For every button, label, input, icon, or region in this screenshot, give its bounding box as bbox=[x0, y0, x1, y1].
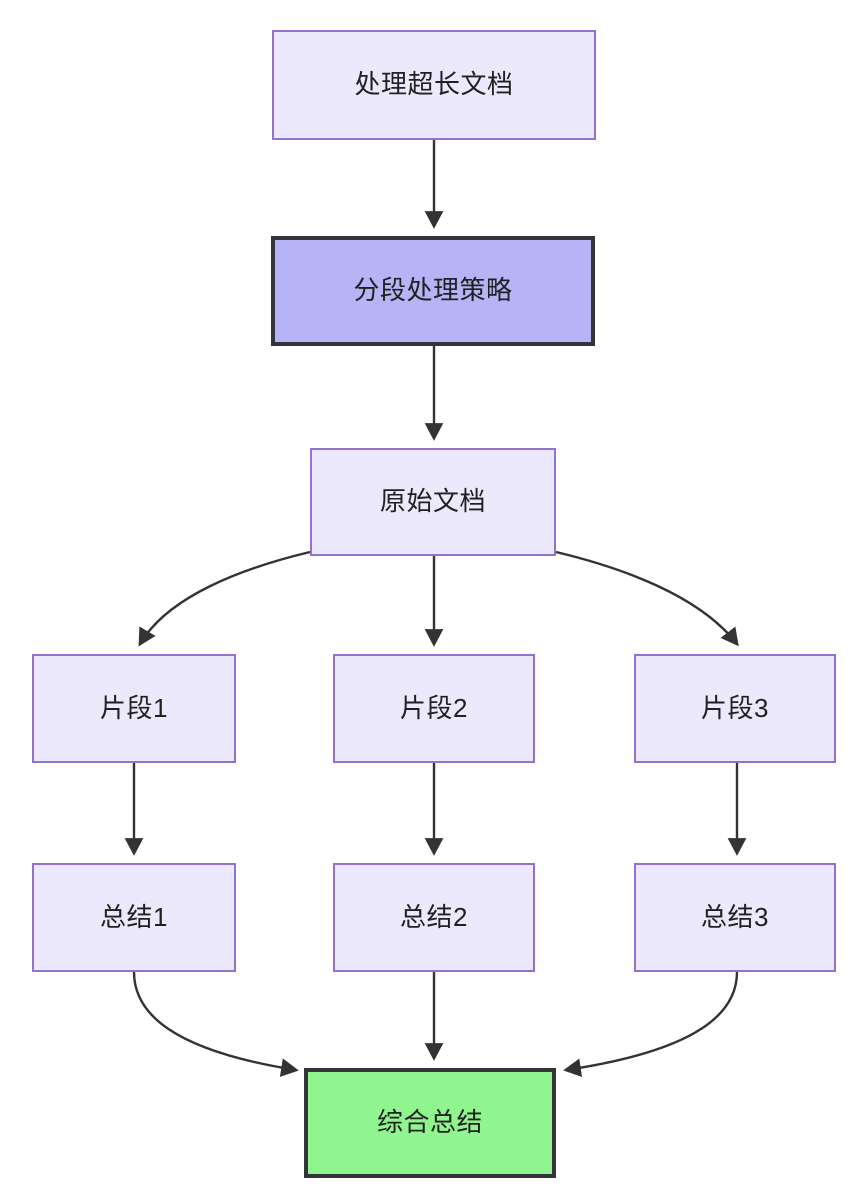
node-label: 分段处理策略 bbox=[353, 275, 513, 306]
node-label: 综合总结 bbox=[376, 1107, 483, 1138]
edge-source-to-chunk1 bbox=[138, 550, 311, 647]
node-chunk-2[interactable]: 片段2 bbox=[333, 654, 535, 763]
node-label: 总结3 bbox=[701, 901, 769, 932]
node-label: 总结1 bbox=[100, 901, 168, 932]
node-label: 总结2 bbox=[400, 901, 468, 932]
node-final-summary[interactable]: 综合总结 bbox=[304, 1068, 556, 1178]
node-summary-1[interactable]: 总结1 bbox=[32, 863, 236, 972]
node-label: 原始文档 bbox=[379, 486, 486, 517]
node-label: 片段2 bbox=[400, 692, 468, 723]
node-label: 片段1 bbox=[100, 692, 168, 723]
node-summary-2[interactable]: 总结2 bbox=[333, 863, 535, 972]
node-chunking-strategy[interactable]: 分段处理策略 bbox=[271, 236, 595, 346]
node-source-document[interactable]: 原始文档 bbox=[310, 448, 556, 556]
node-process-long-document[interactable]: 处理超长文档 bbox=[272, 30, 596, 140]
node-label: 处理超长文档 bbox=[354, 69, 514, 100]
edge-sum3-to-final bbox=[563, 971, 739, 1078]
edge-sum1-to-final bbox=[132, 971, 299, 1077]
node-label: 片段3 bbox=[701, 692, 769, 723]
node-summary-3[interactable]: 总结3 bbox=[634, 863, 836, 972]
node-chunk-1[interactable]: 片段1 bbox=[32, 654, 236, 763]
node-chunk-3[interactable]: 片段3 bbox=[634, 654, 836, 763]
edge-source-to-chunk3 bbox=[555, 550, 739, 647]
